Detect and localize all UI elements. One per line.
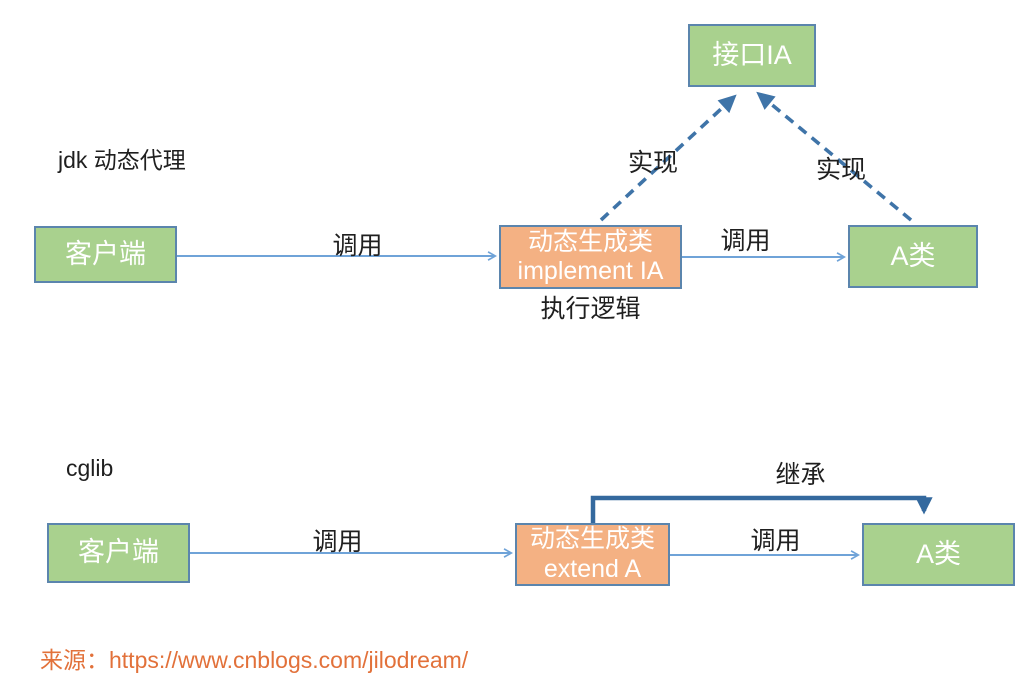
cglib-client-box-label: 客户端 — [78, 537, 159, 568]
cglib-inherit-arrow — [590, 495, 933, 523]
jdk-implement-left-label: 实现 — [627, 149, 678, 177]
cglib-call-right-label: 调用 — [750, 527, 801, 555]
cglib-proxy-box-line1: 动态生成类 — [529, 525, 655, 553]
jdk-client-box: 客户端 — [34, 226, 177, 283]
jdk-section-title: jdk 动态代理 — [58, 147, 186, 173]
jdk-implement-right-label: 实现 — [815, 156, 866, 184]
cglib-section-title: cglib — [66, 455, 114, 481]
jdk-interface-box-label: 接口IA — [712, 39, 792, 70]
cglib-call-left-label: 调用 — [312, 528, 363, 556]
jdk-target-box: A类 — [848, 225, 978, 288]
cglib-client-box: 客户端 — [47, 523, 190, 583]
jdk-call-left-label: 调用 — [332, 232, 383, 260]
cglib-target-box: A类 — [862, 523, 1015, 586]
jdk-call-right-label: 调用 — [720, 227, 771, 255]
cglib-target-box-label: A类 — [915, 538, 961, 569]
cglib-inherit-label: 继承 — [775, 461, 826, 489]
jdk-implement-arrow-left — [599, 94, 737, 222]
jdk-proxy-caption: 执行逻辑 — [540, 295, 641, 323]
jdk-proxy-box-line1: 动态生成类 — [527, 227, 653, 256]
jdk-client-box-label: 客户端 — [65, 238, 146, 269]
cglib-proxy-box-line2: extend A — [543, 554, 642, 583]
cglib-proxy-box: 动态生成类 extend A — [515, 523, 670, 586]
jdk-proxy-box: 动态生成类 implement IA — [499, 225, 682, 289]
source-attribution: 来源：https://www.cnblogs.com/jilodream/ — [40, 647, 469, 673]
jdk-proxy-box-line2: implement IA — [517, 257, 664, 285]
jdk-interface-box: 接口IA — [688, 24, 816, 87]
jdk-target-box-label: A类 — [890, 240, 936, 271]
